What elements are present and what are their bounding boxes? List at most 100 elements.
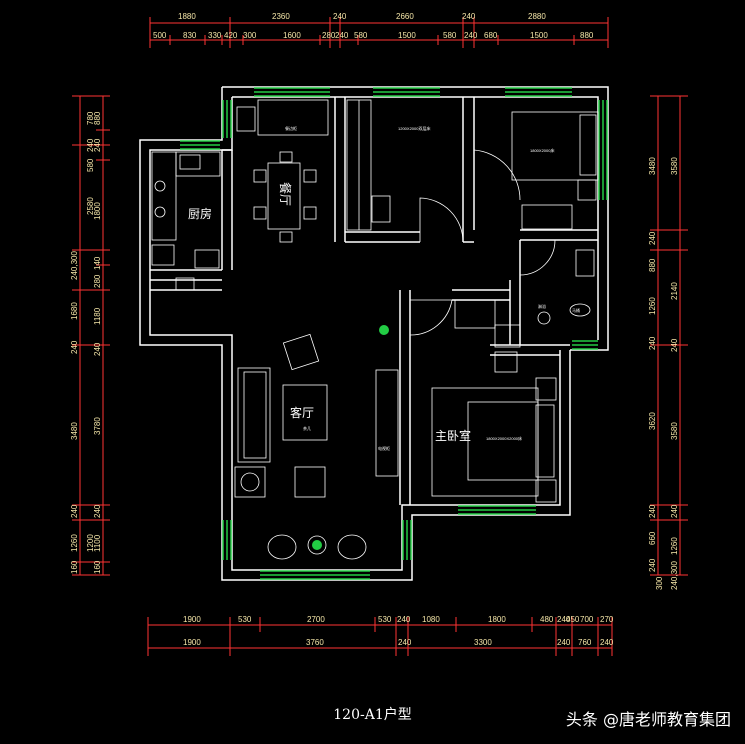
- dim-top-d14: 1500: [530, 31, 548, 40]
- dim-bottom-7: 240: [600, 638, 614, 647]
- room-labels: 厨房 餐厅 客厅 主卧室: [188, 182, 471, 443]
- dim-bottom-d3: 2700: [307, 615, 325, 624]
- dining-table: [267, 162, 301, 230]
- dim-top-d4: 420: [224, 31, 238, 40]
- bottom-dimension-labels: 1900 530 2700 530 240 1080 1800 480 240 …: [183, 615, 614, 647]
- dim-bottom-d8: 480: [540, 615, 554, 624]
- walls: [139, 86, 609, 581]
- dim-right-7: 240,300: [670, 561, 679, 590]
- plants: [312, 325, 389, 550]
- label-master-bed: 1800X2000X2000床: [486, 435, 522, 441]
- furniture: [151, 99, 599, 560]
- dim-right-i10: 300: [655, 576, 664, 590]
- label-bed2: 1200X2000双层床: [398, 125, 430, 131]
- stove-burner-icon: [154, 206, 166, 218]
- room-label-living: 客厅: [290, 405, 314, 420]
- dim-top-d5: 300: [243, 31, 257, 40]
- dim-left-i16: 160: [93, 560, 102, 574]
- doors: [409, 149, 556, 336]
- dim-bottom-d12: 270: [600, 615, 614, 624]
- dim-right-i8: 660: [648, 531, 657, 545]
- dim-left-i6: 2580: [86, 197, 95, 215]
- plant-icon: [312, 540, 322, 550]
- dim-right-5: 240: [670, 504, 679, 518]
- dim-right-1: 3580: [670, 157, 679, 175]
- balcony-chair-left: [267, 534, 297, 560]
- kitchen-counter-top: [175, 151, 221, 177]
- top-dimension-labels: 1880 2360 240 2660 240 2880 500 830 330 …: [153, 12, 594, 40]
- dim-left-i7: 1800: [93, 202, 102, 220]
- shower-drain-icon: [537, 311, 551, 325]
- dim-bottom-5: 240: [557, 638, 571, 647]
- dim-bottom-d9: 240: [557, 615, 571, 624]
- dim-bottom-2: 3760: [306, 638, 324, 647]
- dim-left-6: 1260: [70, 534, 79, 552]
- dim-top-d13: 680: [484, 31, 498, 40]
- dim-right-i2: 240: [648, 231, 657, 245]
- room-label-master: 主卧室: [435, 428, 471, 443]
- dim-right-i9: 240: [648, 558, 657, 572]
- dim-bottom-d4: 530: [378, 615, 392, 624]
- dim-left-i3: 240: [93, 138, 102, 152]
- dim-bottom-d5: 240: [397, 615, 411, 624]
- sink-icon: [179, 154, 201, 170]
- dim-bottom-3: 240: [398, 638, 412, 647]
- left-dimension-labels: 240,300 1680 240 3480 240 1260 160 880 7…: [70, 111, 102, 574]
- armchair-2: [294, 466, 326, 498]
- dim-right-4: 3580: [670, 422, 679, 440]
- dim-left-i11: 240: [93, 342, 102, 356]
- dim-left-i1: 880: [93, 111, 102, 125]
- dim-left-3: 240: [70, 340, 79, 354]
- right-dimensions: [650, 95, 688, 576]
- dim-right-3: 240: [670, 338, 679, 352]
- dim-left-i4: 240: [86, 138, 95, 152]
- kitchen-counter-left: [151, 151, 177, 241]
- windows: [180, 87, 608, 580]
- bed3: [511, 111, 599, 181]
- dim-right-i6: 3620: [648, 412, 657, 430]
- fridge-icon: [151, 244, 175, 266]
- dim-left-i2: 780: [86, 111, 95, 125]
- toilet-icon: [569, 303, 591, 317]
- label-dining-cabinet: 餐边柜: [285, 125, 297, 131]
- dim-left-i9: 280: [93, 274, 102, 288]
- dim-bottom-d7: 1800: [488, 615, 506, 624]
- watermark: 头条 @唐老师教育集团: [565, 710, 731, 729]
- plant-icon: [379, 325, 389, 335]
- stove-burner-icon: [154, 180, 166, 192]
- dim-left-7: 160: [70, 560, 79, 574]
- bathroom-door: [519, 239, 556, 276]
- dim-left-2: 1680: [70, 302, 79, 320]
- dim-top-d11: 580: [443, 31, 457, 40]
- dim-left-i15: 1200: [86, 534, 95, 552]
- dim-top-d1: 500: [153, 31, 167, 40]
- top-dimensions: [149, 17, 609, 48]
- dim-top-1: 1880: [178, 12, 196, 21]
- room-label-kitchen: 厨房: [188, 206, 212, 221]
- dim-bottom-d10: 450: [566, 615, 580, 624]
- dim-bottom-4: 3300: [474, 638, 492, 647]
- dim-top-4: 2660: [396, 12, 414, 21]
- dim-bottom-d6: 1080: [422, 615, 440, 624]
- balcony-chair-right: [337, 534, 367, 560]
- dim-top-d15: 880: [580, 31, 594, 40]
- dim-bottom-d11: 700: [580, 615, 594, 624]
- dim-left-5: 240: [70, 504, 79, 518]
- label-coffee-table: 茶几: [303, 425, 311, 431]
- tv-cabinet: [375, 369, 399, 477]
- bedroom2-door: [419, 197, 464, 243]
- dim-right-i5: 240: [648, 336, 657, 350]
- dim-right-i4: 1260: [648, 297, 657, 315]
- dim-left-i12: 3780: [93, 417, 102, 435]
- label-toilet: 马桶: [572, 307, 580, 313]
- dim-top-d9: 580: [354, 31, 368, 40]
- dim-bottom-1: 1900: [183, 638, 201, 647]
- room-label-dining: 餐厅: [278, 182, 293, 206]
- coffee-table: [282, 384, 328, 441]
- dim-bottom-6: 760: [578, 638, 592, 647]
- dim-top-d12: 240: [464, 31, 478, 40]
- dim-right-i1: 3480: [648, 157, 657, 175]
- dim-top-d7: 280: [322, 31, 336, 40]
- master-bed: [467, 401, 539, 481]
- dim-right-i7: 240: [648, 504, 657, 518]
